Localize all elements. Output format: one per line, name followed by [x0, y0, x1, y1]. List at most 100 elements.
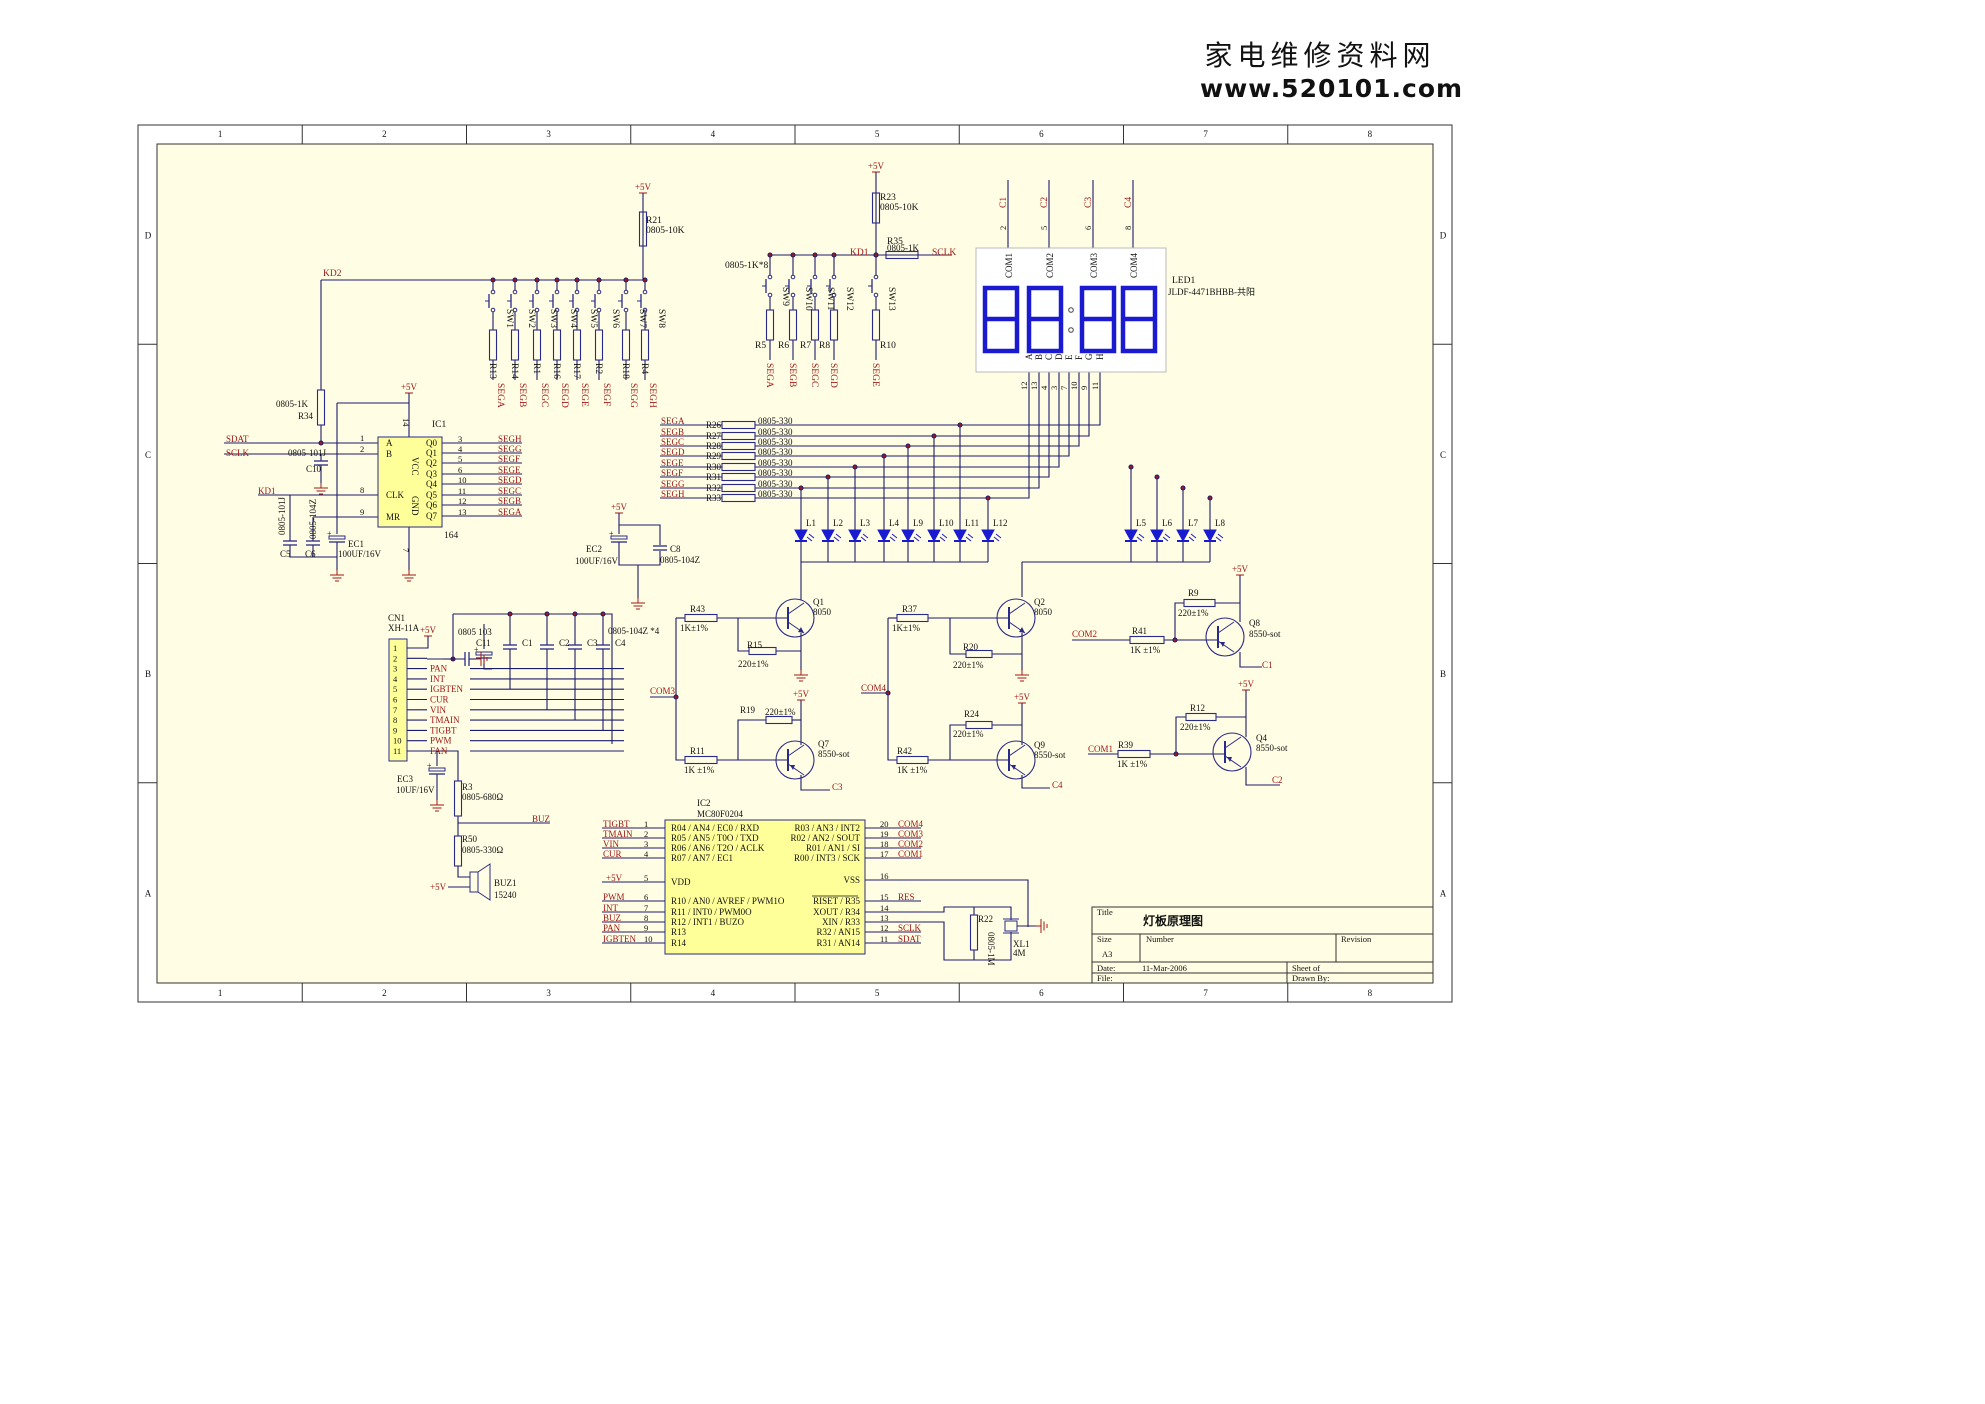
- wire: [755, 370, 1030, 499]
- resistor-r24: [965, 720, 993, 730]
- seg-net-label: SEGE: [870, 363, 880, 387]
- title-label: Title: [1097, 907, 1113, 917]
- transistor-body: [775, 598, 815, 638]
- led-ray: [1138, 533, 1145, 539]
- ic2-net-label: COM2: [898, 839, 923, 849]
- led-ray: [915, 533, 922, 539]
- q4-part: 8550-sot: [1256, 743, 1288, 753]
- pin-number: 13: [1029, 382, 1039, 391]
- pin-number: 10: [644, 934, 653, 944]
- date-label: Date:: [1097, 963, 1115, 973]
- resistor-r33: [721, 493, 756, 503]
- pin-number: 16: [880, 871, 889, 881]
- r34-ref: R34: [298, 411, 314, 421]
- resistor-r39: [1117, 749, 1151, 759]
- led-label: L10: [939, 518, 954, 528]
- zone-row-label: D: [145, 231, 152, 241]
- seg-net-label: SEGC: [809, 363, 819, 387]
- resistor-kd1-1: [788, 309, 798, 341]
- net-label-c: C3: [1084, 197, 1094, 208]
- pin-number: 6: [1083, 226, 1093, 230]
- pin-number: 10: [393, 736, 402, 746]
- junction-dot: [490, 277, 496, 283]
- pin-number: 13: [458, 507, 467, 517]
- r3-value: 0805-680Ω: [462, 792, 503, 802]
- ic2-net-label: CUR: [603, 849, 622, 859]
- ground-symbol: [402, 570, 416, 582]
- switch-label: SW11: [825, 287, 835, 311]
- pin-number: 14: [401, 418, 411, 427]
- led-label: L5: [1136, 518, 1146, 528]
- zone-col-label: 4: [711, 988, 716, 998]
- xl1-ref: XL1: [1013, 939, 1030, 949]
- ic2-net-label: COM1: [898, 849, 923, 859]
- drawn-by-label: Drawn By:: [1292, 973, 1330, 983]
- emitter-arrow: [790, 765, 795, 770]
- resistor-r29: [721, 451, 756, 461]
- led-ray: [941, 533, 948, 539]
- wire: [289, 545, 337, 558]
- seg-net-label: SEGB: [661, 427, 684, 437]
- seg-net-label: SEGC: [498, 486, 521, 496]
- power-label: +5V: [1238, 679, 1255, 689]
- led-ref: LED1: [1172, 276, 1195, 286]
- ic2-net-label: IGBTEN: [603, 934, 636, 944]
- capacitor-c3: [568, 644, 582, 650]
- com-pin-label: COM3: [1089, 252, 1099, 278]
- resistor-r42: [896, 755, 929, 765]
- led-label: L11: [965, 518, 979, 528]
- led-triangle: [927, 529, 941, 543]
- r20-value: 220±1%: [953, 660, 984, 670]
- resistor-r50: [453, 835, 463, 867]
- net-label-c3: C3: [832, 782, 843, 792]
- wire: [453, 613, 613, 744]
- r9-value: 220±1%: [1178, 608, 1209, 618]
- sheet-label: Sheet of: [1292, 963, 1320, 973]
- capacitor-c8: [653, 545, 667, 551]
- pin-number: 4: [393, 674, 398, 684]
- seg-net-label: SEGC: [661, 437, 684, 447]
- seg-net-label: SEGA: [495, 383, 505, 408]
- pin-name: R13: [671, 927, 687, 937]
- zone-col-label: 5: [875, 129, 880, 139]
- resistor-r30: [721, 462, 756, 472]
- led-triangle: [877, 529, 891, 543]
- junction-dot: [544, 611, 550, 617]
- pin-name: RISET / R35: [813, 896, 860, 906]
- resistor-r23: [871, 192, 881, 224]
- junction-dot: [905, 443, 911, 449]
- zone-col-label: 3: [546, 129, 551, 139]
- led-triangle: [901, 529, 915, 543]
- pin-name: R03 / AN3 / INT2: [794, 823, 860, 833]
- ic1-vcc-label: VCC: [410, 457, 420, 476]
- switch-contact: [642, 289, 648, 295]
- junction-dot: [873, 252, 879, 258]
- resistor-r20: [965, 649, 993, 659]
- resistor-label: R8: [819, 341, 830, 351]
- junction-dot: [1173, 751, 1179, 757]
- junction-dot: [931, 433, 937, 439]
- c5-ref: C5: [280, 549, 291, 559]
- resistor-r43: [684, 613, 718, 623]
- resistor-label: R7: [800, 341, 811, 351]
- q9-ref: Q9: [1034, 740, 1045, 750]
- resistor-r21: [638, 211, 648, 247]
- led-l8: [1203, 529, 1224, 543]
- switch-contact: [534, 289, 540, 295]
- switch-label: SW2: [526, 309, 536, 328]
- resistor-kd1-3: [829, 309, 839, 341]
- seven-segment-digit: [982, 285, 1020, 354]
- transistor-body: [996, 598, 1036, 638]
- seg-net-label: SEGA: [498, 507, 522, 517]
- ic1-gnd-label: GND: [410, 496, 420, 516]
- seg-net-label: SEGH: [498, 434, 522, 444]
- pin-name: R10 / AN0 / AVREF / PWM1O: [671, 896, 785, 906]
- pin-number: 2: [644, 829, 648, 839]
- q4-ref: Q4: [1256, 733, 1267, 743]
- ground-symbol: [631, 598, 645, 610]
- transistor-collector: [787, 602, 805, 615]
- pin-number: 12: [1019, 382, 1029, 391]
- resistor-array-note: 0805-1K*8: [725, 261, 769, 271]
- led-l12: [981, 529, 1002, 543]
